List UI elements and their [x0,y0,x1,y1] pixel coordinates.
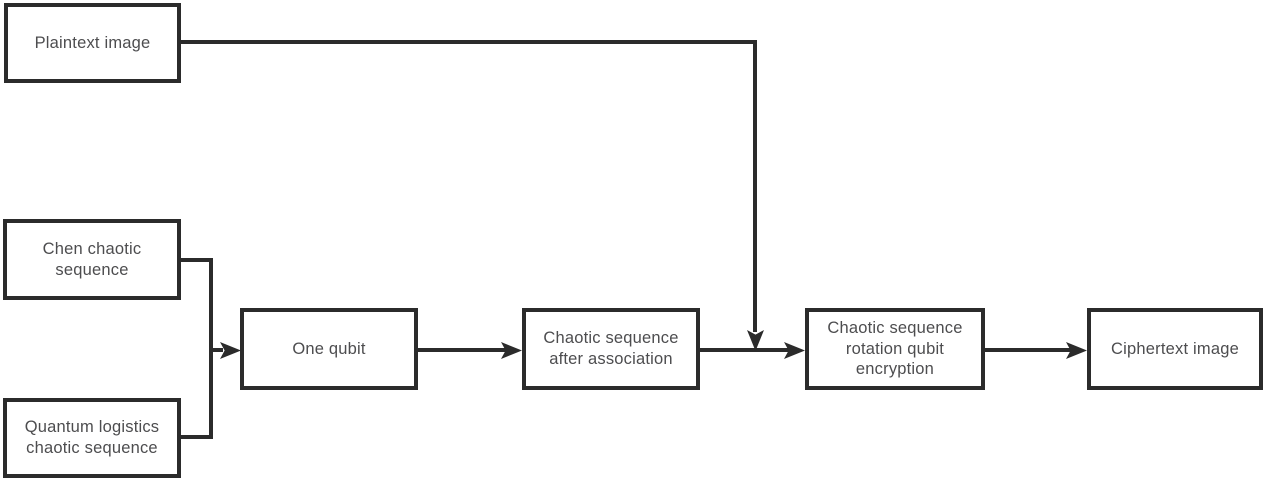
connector-chen-horizontal [181,258,213,262]
node-ciphertext-image: Ciphertext image [1087,308,1263,390]
node-plaintext-image: Plaintext image [4,3,181,83]
connector-plaintext-vertical [753,40,757,332]
connector-association-to-rotation [700,348,789,352]
node-chaotic-sequence-rotation-qubit-encryption-label: Chaotic sequence rotation qubit encrypti… [827,319,963,379]
node-chaotic-sequence-after-association-label: Chaotic sequence after association [543,329,679,368]
connector-rotation-to-ciphertext [985,348,1071,352]
node-one-qubit-label: One qubit [292,339,366,358]
connector-to-one-qubit [209,348,223,352]
node-plaintext-image-label: Plaintext image [34,33,151,52]
node-ciphertext-image-label: Ciphertext image [1111,339,1239,358]
node-quantum-logistics-chaotic-sequence: Quantum logistics chaotic sequence [3,398,181,478]
connector-quantum-horizontal [181,435,213,439]
node-chaotic-sequence-rotation-qubit-encryption: Chaotic sequence rotation qubit encrypti… [805,308,985,390]
node-quantum-logistics-chaotic-sequence-label: Quantum logistics chaotic sequence [24,418,160,457]
arrowhead-into-one-qubit-icon [220,342,241,359]
node-chen-chaotic-sequence: Chen chaotic sequence [3,219,181,300]
node-chen-chaotic-sequence-label: Chen chaotic sequence [42,239,142,279]
connector-one-qubit-to-association [418,348,506,352]
connector-plaintext-horizontal [181,40,757,44]
node-chaotic-sequence-after-association: Chaotic sequence after association [522,308,700,390]
node-one-qubit: One qubit [240,308,418,390]
